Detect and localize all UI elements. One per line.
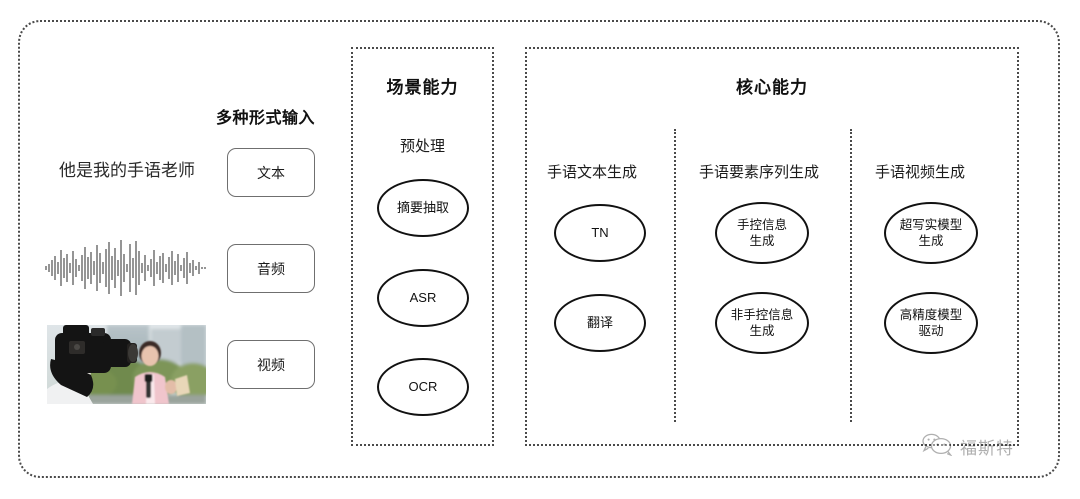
watermark-text: 福斯特 — [960, 439, 1014, 458]
core-node-highprecision-model[interactable]: 高精度模型 驱动 — [884, 292, 978, 354]
core-node-translation[interactable]: 翻译 — [554, 294, 646, 352]
modality-button-text[interactable]: 文本 — [227, 148, 315, 197]
node-label: OCR — [408, 379, 438, 394]
modality-label: 音频 — [257, 260, 285, 277]
node-label-line1: 高精度模型 — [899, 308, 963, 322]
scene-node-asr[interactable]: ASR — [377, 269, 469, 327]
wechat-bubbles-icon — [920, 432, 954, 461]
node-label: 高精度模型 驱动 — [900, 307, 963, 339]
video-thumbnail-image — [47, 325, 206, 404]
node-label: 手控信息 生成 — [737, 217, 787, 249]
core-column-heading-elements: 手语要素序列生成 — [699, 164, 820, 181]
node-label: 非手控信息 生成 — [731, 307, 794, 339]
core-node-hyperreal-model[interactable]: 超写实模型 生成 — [884, 202, 978, 264]
scene-node-summary[interactable]: 摘要抽取 — [377, 179, 469, 237]
audio-waveform-icon — [44, 238, 208, 298]
node-label-line2: 生成 — [918, 234, 944, 248]
scene-node-ocr[interactable]: OCR — [377, 358, 469, 416]
node-label-line2: 生成 — [749, 234, 775, 248]
input-section-heading: 多种形式输入 — [216, 110, 316, 127]
video-thumbnail-svg — [47, 325, 206, 404]
modality-label: 视频 — [257, 356, 285, 373]
node-label-line1: 手控信息 — [736, 218, 787, 232]
core-column-heading-video: 手语视频生成 — [875, 164, 966, 181]
core-panel-title: 核心能力 — [736, 78, 808, 97]
watermark: 福斯特 — [920, 432, 1014, 461]
core-node-nonmanual-info[interactable]: 非手控信息 生成 — [715, 292, 809, 354]
modality-button-audio[interactable]: 音频 — [227, 244, 315, 293]
node-label: TN — [591, 225, 609, 240]
node-label-line2: 生成 — [749, 324, 775, 338]
waveform-svg — [45, 240, 206, 296]
outer-frame — [18, 20, 1060, 478]
sample-text-input: 他是我的手语老师 — [59, 161, 195, 180]
node-label: 翻译 — [586, 315, 613, 330]
core-capability-panel: 核心能力 手语文本生成 TN 翻译 手语要素序列生成 手控信息 生成 非手控信息… — [525, 47, 1019, 446]
node-label: ASR — [409, 290, 437, 305]
column-divider-2 — [850, 129, 852, 422]
core-column-heading-text: 手语文本生成 — [547, 164, 638, 181]
column-divider-1 — [674, 129, 676, 422]
scene-capability-panel: 场景能力 预处理 摘要抽取 ASR OCR — [351, 47, 494, 446]
wechat-bubbles-svg — [922, 433, 953, 457]
scene-group-label: 预处理 — [399, 138, 445, 155]
node-label-line1: 非手控信息 — [730, 308, 794, 322]
modality-button-video[interactable]: 视频 — [227, 340, 315, 389]
modality-label: 文本 — [257, 164, 285, 181]
node-label: 超写实模型 生成 — [900, 217, 963, 249]
node-label-line1: 超写实模型 — [899, 218, 963, 232]
node-label-line2: 驱动 — [918, 324, 944, 338]
node-label: 摘要抽取 — [396, 200, 449, 215]
core-node-tn[interactable]: TN — [554, 204, 646, 262]
scene-panel-title: 场景能力 — [386, 78, 459, 97]
core-node-manual-info[interactable]: 手控信息 生成 — [715, 202, 809, 264]
